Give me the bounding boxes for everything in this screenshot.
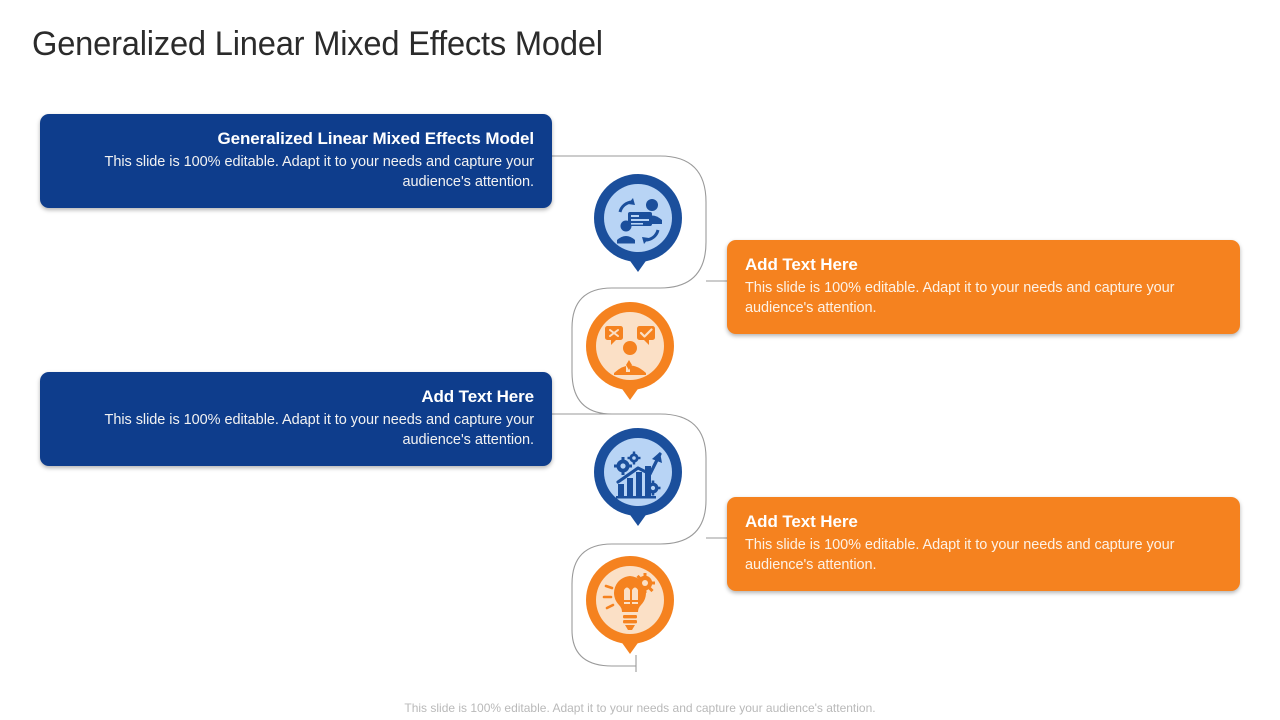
card-4-title: Add Text Here: [745, 512, 858, 531]
footer-note: This slide is 100% editable. Adapt it to…: [404, 701, 876, 715]
card-3-body: This slide is 100% editable. Adapt it to…: [104, 412, 535, 448]
page-title: Generalized Linear Mixed Effects Model: [32, 25, 603, 63]
card-1-title: Generalized Linear Mixed Effects Model: [217, 129, 535, 148]
marker-pin-4[interactable]: [578, 550, 682, 666]
marker-pin-3[interactable]: [586, 422, 690, 538]
marker-pin-2[interactable]: [578, 296, 682, 412]
content-card-1[interactable]: Generalized Linear Mixed Effects Model T…: [40, 114, 552, 208]
card-2-body: This slide is 100% editable. Adapt it to…: [745, 280, 1175, 316]
content-card-2[interactable]: Add Text Here This slide is 100% editabl…: [727, 240, 1240, 334]
content-card-3[interactable]: Add Text Here This slide is 100% editabl…: [40, 372, 552, 466]
card-4-body: This slide is 100% editable. Adapt it to…: [745, 537, 1175, 573]
card-2-title: Add Text Here: [745, 255, 858, 274]
card-3-title: Add Text Here: [421, 387, 534, 406]
content-card-4[interactable]: Add Text Here This slide is 100% editabl…: [727, 497, 1240, 591]
card-1-body: This slide is 100% editable. Adapt it to…: [104, 154, 535, 190]
marker-pin-1[interactable]: [586, 168, 690, 284]
